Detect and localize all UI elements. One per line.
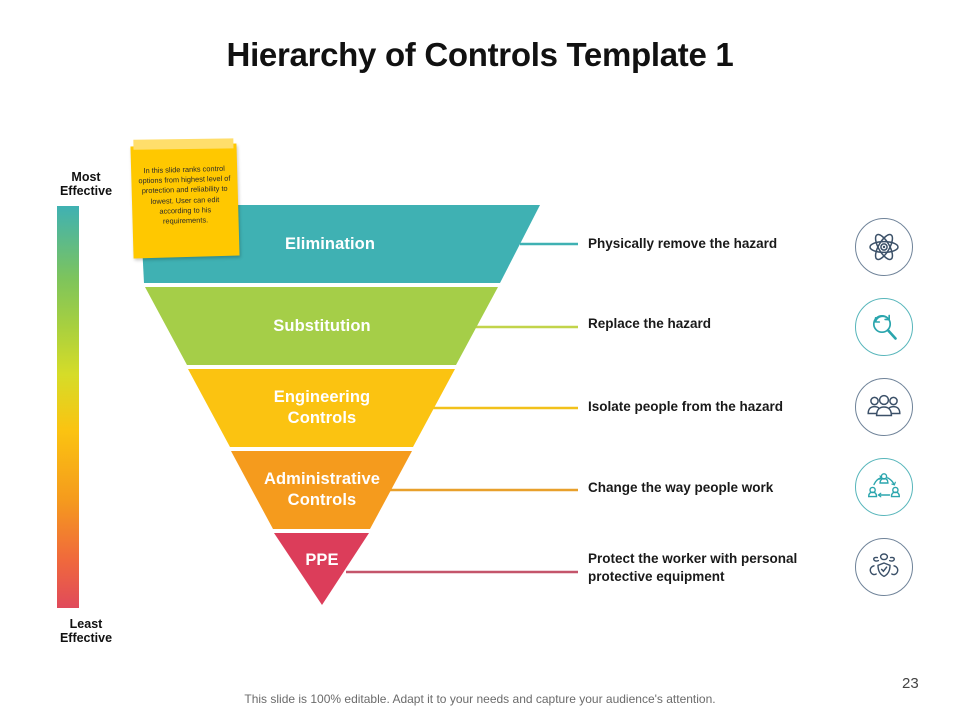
description-ppe-line2: protective equipment: [588, 569, 725, 584]
people-network-icon: [867, 471, 901, 503]
icon-circle-ppe[interactable]: [855, 538, 913, 596]
description-engineering-line1: Isolate people from the hazard: [588, 399, 784, 414]
description-elimination-line1: Physically remove the hazard: [588, 236, 778, 251]
footer-note: This slide is 100% editable. Adapt it to…: [244, 692, 716, 706]
icon-circle-substitution[interactable]: [855, 298, 913, 356]
scale-label-most-line1: Most: [71, 170, 101, 184]
description-administrative: Change the way people work: [588, 479, 850, 497]
scale-label-least-line2: Effective: [59, 631, 113, 645]
icon-circle-administrative[interactable]: [855, 458, 913, 516]
description-engineering: Isolate people from the hazard: [588, 398, 850, 416]
effectiveness-scale: Most Effective Least Effective: [44, 170, 154, 650]
description-substitution: Replace the hazard: [588, 315, 850, 333]
sticky-note[interactable]: In this slide ranks control options from…: [130, 143, 240, 259]
description-ppe: Protect the worker with personal protect…: [588, 550, 850, 586]
description-administrative-line1: Change the way people work: [588, 480, 774, 495]
funnel-band-substitution[interactable]: [145, 287, 498, 365]
page-number: 23: [902, 675, 919, 692]
gradient-bar: [57, 206, 79, 608]
description-elimination: Physically remove the hazard: [588, 235, 850, 253]
scale-label-most-line2: Effective: [59, 184, 113, 198]
scale-label-least-effective: Least Effective: [36, 617, 136, 645]
scale-label-most-effective: Most Effective: [36, 170, 136, 198]
scale-label-least-line1: Least: [69, 617, 103, 631]
page-title: Hierarchy of Controls Template 1: [226, 36, 734, 73]
description-substitution-line1: Replace the hazard: [588, 316, 712, 331]
funnel-band-administrative[interactable]: [231, 451, 412, 529]
shield-protection-icon: [866, 551, 902, 583]
icon-circle-engineering[interactable]: [855, 378, 913, 436]
inverted-funnel-chart: Elimination Substitution Engineering Con…: [140, 205, 540, 605]
people-group-icon: [866, 392, 902, 422]
description-ppe-line1: Protect the worker with personal: [588, 551, 798, 566]
funnel-band-ppe[interactable]: [274, 533, 369, 605]
funnel-band-elimination[interactable]: [140, 205, 540, 283]
magnifier-refresh-icon: [867, 310, 901, 344]
icon-circle-elimination[interactable]: [855, 218, 913, 276]
sticky-note-text: In this slide ranks control options from…: [138, 163, 231, 226]
atom-icon: [867, 230, 901, 264]
funnel-band-engineering[interactable]: [188, 369, 455, 447]
